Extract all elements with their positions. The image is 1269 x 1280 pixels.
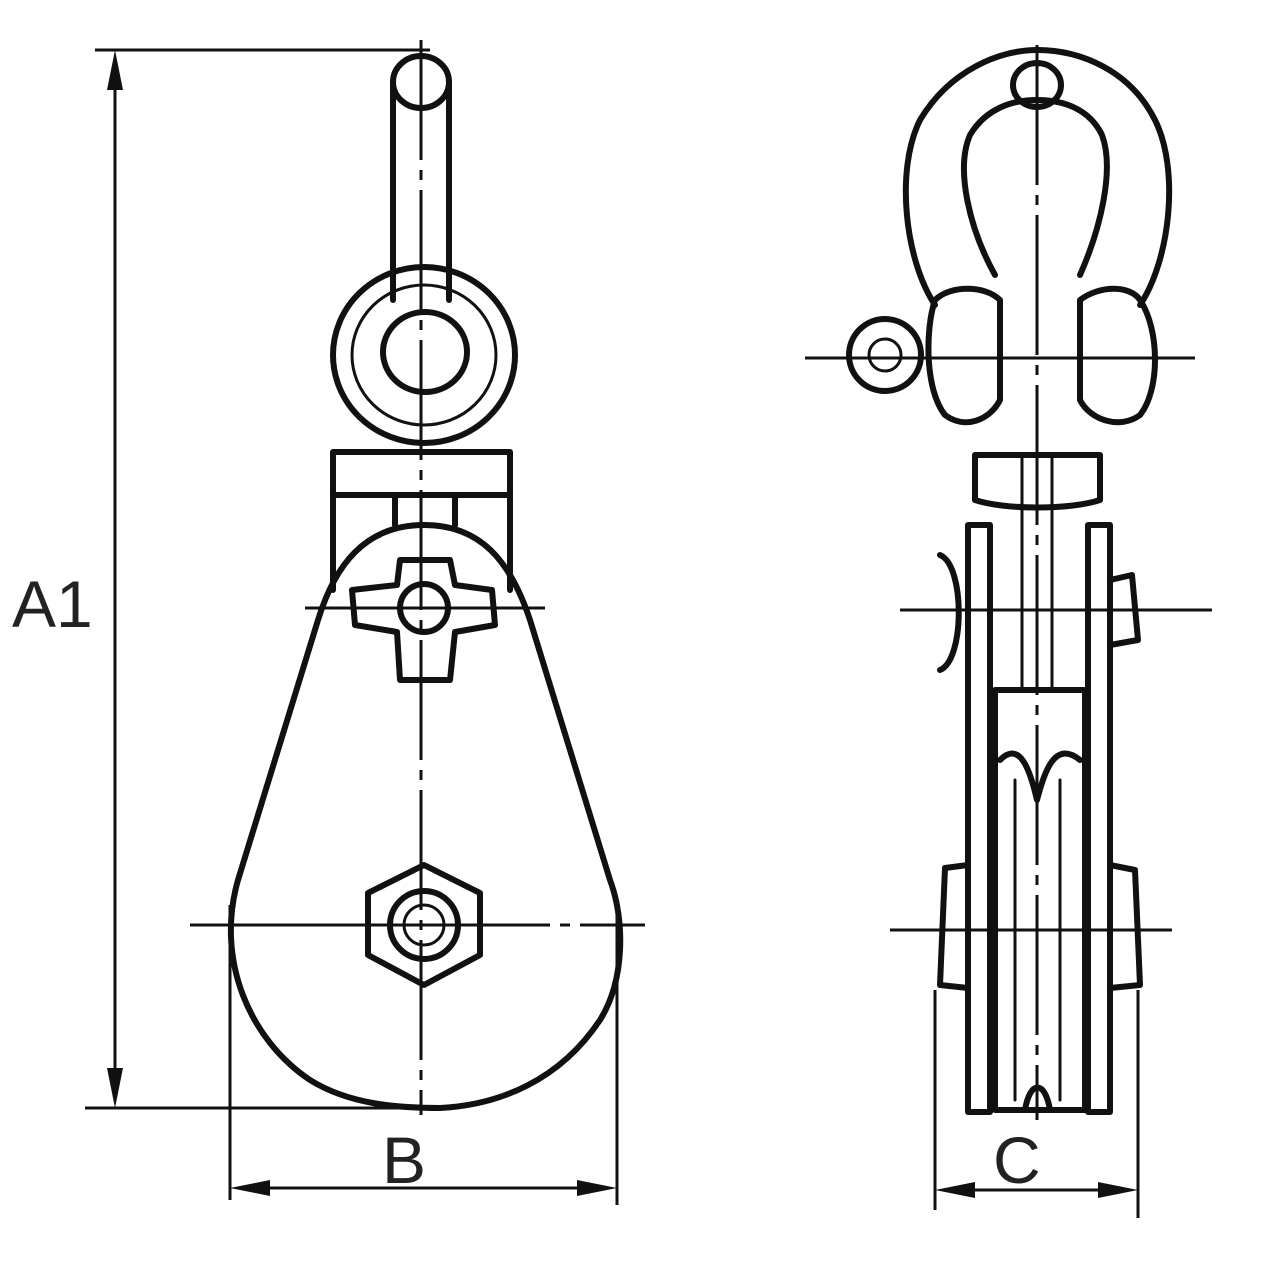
front-centerlines xyxy=(190,40,645,1115)
dimension-label-b: B xyxy=(382,1123,426,1197)
sheave xyxy=(992,687,1088,1113)
cross-bolt xyxy=(349,557,498,683)
side-plate xyxy=(227,522,624,1111)
swivel-eye-bolt xyxy=(330,53,518,446)
dimension-b: B xyxy=(228,905,619,1205)
dimension-a1: A1 xyxy=(12,48,430,1110)
dimension-label-a1: A1 xyxy=(12,567,93,641)
side-axle-nuts xyxy=(937,862,1143,991)
dimension-c: C xyxy=(933,990,1140,1218)
shackle xyxy=(846,47,1173,426)
side-centerlines xyxy=(805,45,1212,1120)
dimension-label-c: C xyxy=(993,1123,1041,1197)
swivel-head xyxy=(972,452,1103,511)
upper-bolt xyxy=(937,552,1141,673)
front-view xyxy=(190,40,645,1115)
side-view xyxy=(805,45,1212,1120)
